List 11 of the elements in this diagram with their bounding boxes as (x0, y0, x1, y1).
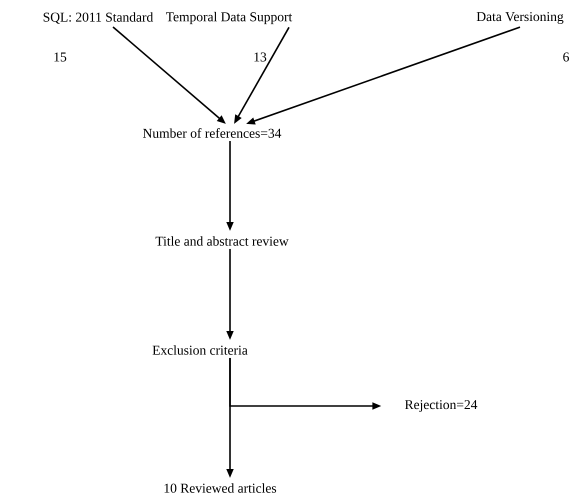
count-label: 13 (254, 52, 266, 62)
node-label: Rejection=24 (404, 400, 478, 412)
node-label: Data Versioning (476, 12, 564, 24)
node-label: SQL: 2011 Standard (44, 12, 154, 24)
count-label: 15 (54, 52, 66, 62)
node-label: Title and abstract review (156, 236, 289, 246)
node-label: Temporal Data Support (166, 12, 292, 24)
node-label: Exclusion criteria (152, 345, 248, 355)
node-label: Number of references=34 (143, 128, 282, 138)
node-label: 10 Reviewed articles (164, 483, 276, 493)
count-label: 6 (563, 52, 569, 62)
